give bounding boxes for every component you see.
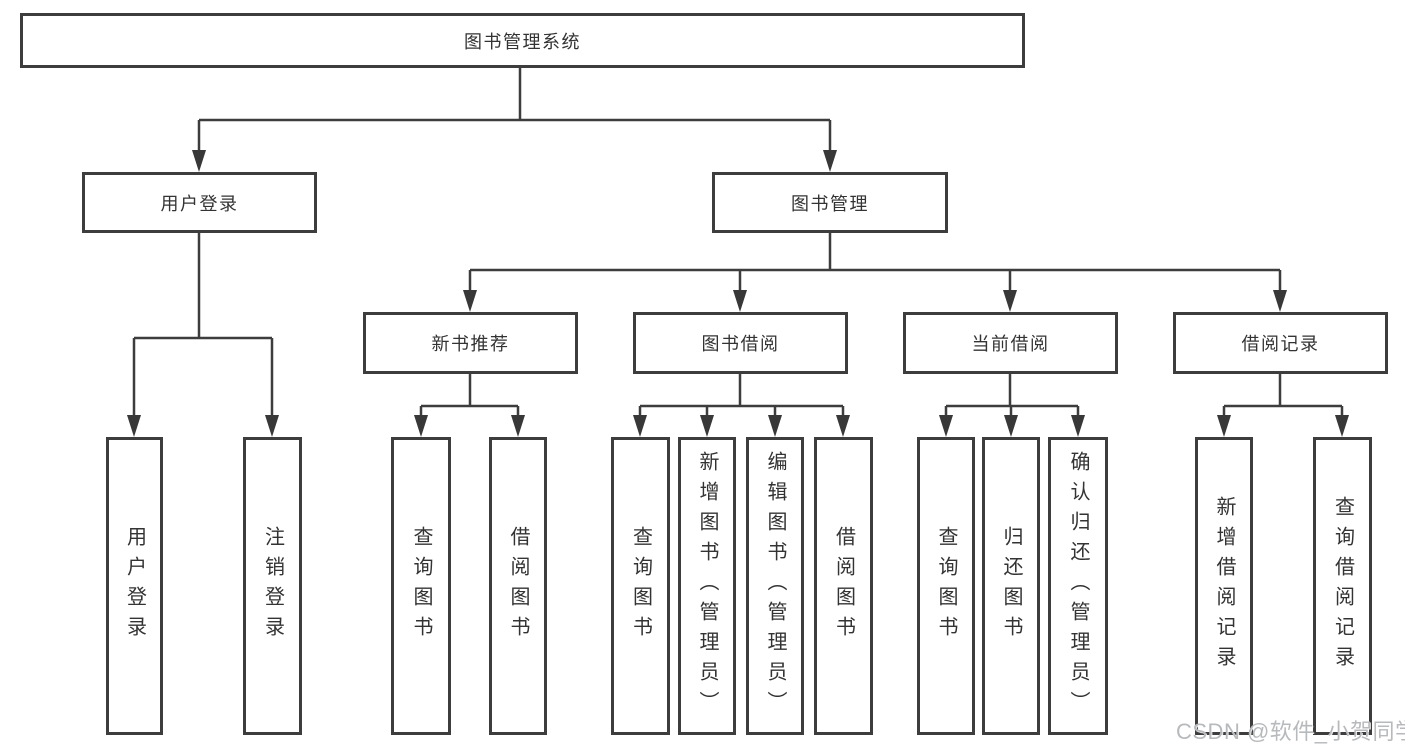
node-leaf-add-borrow-record-label: 新增借阅记录 [1213, 496, 1235, 676]
node-leaf-edit-books-admin: 编辑图书（管理员） [746, 437, 804, 735]
node-root: 图书管理系统 [20, 13, 1025, 68]
csdn-watermark: CSDN @软件_小贺同学 [1176, 719, 1405, 744]
node-leaf-query-books-current-label: 查询图书 [935, 526, 957, 646]
node-book-borrowing-label: 图书借阅 [701, 334, 780, 354]
node-leaf-return-books-label: 归还图书 [1000, 526, 1022, 646]
node-leaf-confirm-return-admin: 确认归还（管理员） [1048, 437, 1108, 735]
node-current-borrowing-label: 当前借阅 [971, 334, 1050, 354]
node-user-login: 用户登录 [82, 172, 317, 233]
node-leaf-query-books-recommend: 查询图书 [391, 437, 451, 735]
node-book-borrowing: 图书借阅 [633, 312, 848, 374]
node-leaf-logout-label: 注销登录 [261, 526, 284, 646]
root-connectors [192, 68, 837, 172]
node-leaf-borrow-books: 借阅图书 [814, 437, 873, 735]
node-leaf-borrow-books-label: 借阅图书 [832, 526, 855, 646]
node-leaf-query-books-current: 查询图书 [917, 437, 975, 735]
node-book-management-label: 图书管理 [791, 193, 869, 214]
node-leaf-add-borrow-record: 新增借阅记录 [1195, 437, 1253, 735]
node-leaf-query-books-borrow: 查询图书 [611, 437, 670, 735]
node-leaf-borrow-books-recommend-label: 借阅图书 [507, 526, 529, 646]
node-leaf-borrow-books-recommend: 借阅图书 [489, 437, 547, 735]
node-leaf-logout: 注销登录 [243, 437, 302, 735]
node-leaf-user-login-label: 用户登录 [123, 526, 146, 646]
node-borrowing-records-label: 借阅记录 [1241, 334, 1320, 354]
node-leaf-query-books-recommend-label: 查询图书 [410, 526, 432, 646]
node-borrowing-records: 借阅记录 [1173, 312, 1388, 374]
node-leaf-user-login: 用户登录 [106, 437, 163, 735]
node-leaf-add-books-admin-label: 新增图书（管理员） [696, 451, 718, 721]
node-leaf-query-books-borrow-label: 查询图书 [629, 526, 652, 646]
node-leaf-edit-books-admin-label: 编辑图书（管理员） [764, 451, 786, 721]
new-book-recommendation-connectors [414, 374, 525, 437]
node-leaf-query-borrow-record: 查询借阅记录 [1313, 437, 1372, 735]
borrowing-records-connectors [1217, 374, 1349, 437]
node-user-login-label: 用户登录 [160, 193, 239, 214]
node-book-management: 图书管理 [712, 172, 948, 233]
node-leaf-return-books: 归还图书 [982, 437, 1040, 735]
node-root-label: 图书管理系统 [464, 31, 581, 52]
book-management-connectors [463, 233, 1287, 312]
node-leaf-add-books-admin: 新增图书（管理员） [678, 437, 736, 735]
node-new-book-recommendation: 新书推荐 [363, 312, 578, 374]
node-new-book-recommendation-label: 新书推荐 [431, 334, 510, 354]
node-leaf-confirm-return-admin-label: 确认归还（管理员） [1067, 451, 1089, 721]
current-borrowing-connectors [939, 374, 1085, 437]
node-current-borrowing: 当前借阅 [903, 312, 1118, 374]
user-login-connectors [127, 233, 279, 437]
node-leaf-query-borrow-record-label: 查询借阅记录 [1331, 496, 1354, 676]
book-borrowing-connectors [633, 374, 850, 437]
